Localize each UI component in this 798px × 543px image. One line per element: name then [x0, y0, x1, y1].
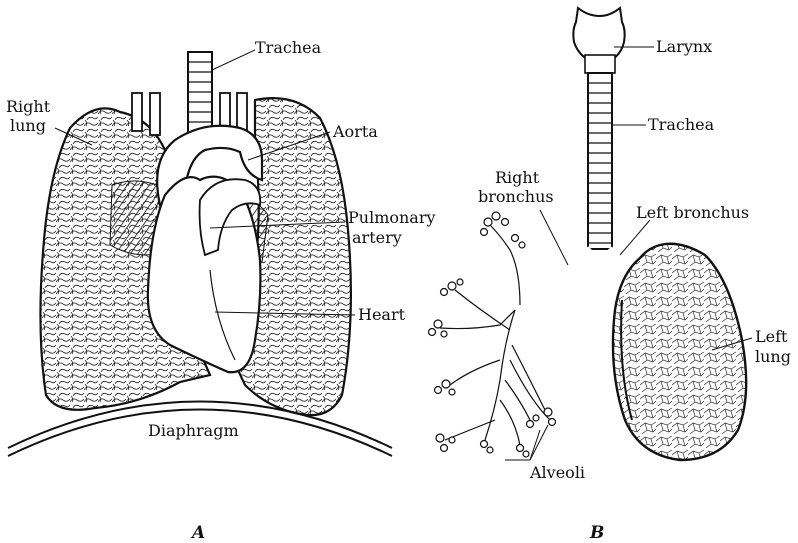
- label-aorta: Aorta: [332, 122, 378, 141]
- label-right-bronchus-2: bronchus: [478, 187, 554, 206]
- label-right-lung-1: Right: [6, 97, 51, 116]
- panel-letter-a: A: [190, 523, 205, 543]
- panel-letter-b: B: [589, 523, 604, 543]
- label-left-bronchus: Left bronchus: [636, 203, 749, 222]
- trachea-b: [588, 73, 612, 249]
- label-diaphragm: Diaphragm: [148, 421, 239, 440]
- label-larynx: Larynx: [656, 37, 712, 56]
- label-alveoli: Alveoli: [529, 463, 585, 482]
- bronchial-tree: [440, 225, 550, 445]
- label-pulmonary-2: artery: [352, 228, 402, 247]
- label-left-lung-2: lung: [755, 347, 791, 366]
- label-right-bronchus-1: Right: [495, 168, 540, 187]
- alveoli-clusters: [429, 212, 556, 457]
- label-trachea-a: Trachea: [255, 38, 322, 57]
- label-pulmonary-1: Pulmonary: [348, 208, 436, 227]
- label-left-lung-1: Left: [755, 327, 788, 346]
- label-trachea-b: Trachea: [648, 115, 715, 134]
- panel-b: Larynx Trachea Right bronchus Left bronc…: [429, 8, 791, 543]
- label-right-lung-2: lung: [10, 116, 46, 135]
- label-heart: Heart: [358, 305, 406, 324]
- panel-a: Trachea Right lung Aorta Pulmonary arter…: [6, 38, 436, 543]
- trachea-a: [188, 52, 212, 134]
- left-lung-b: [613, 244, 746, 460]
